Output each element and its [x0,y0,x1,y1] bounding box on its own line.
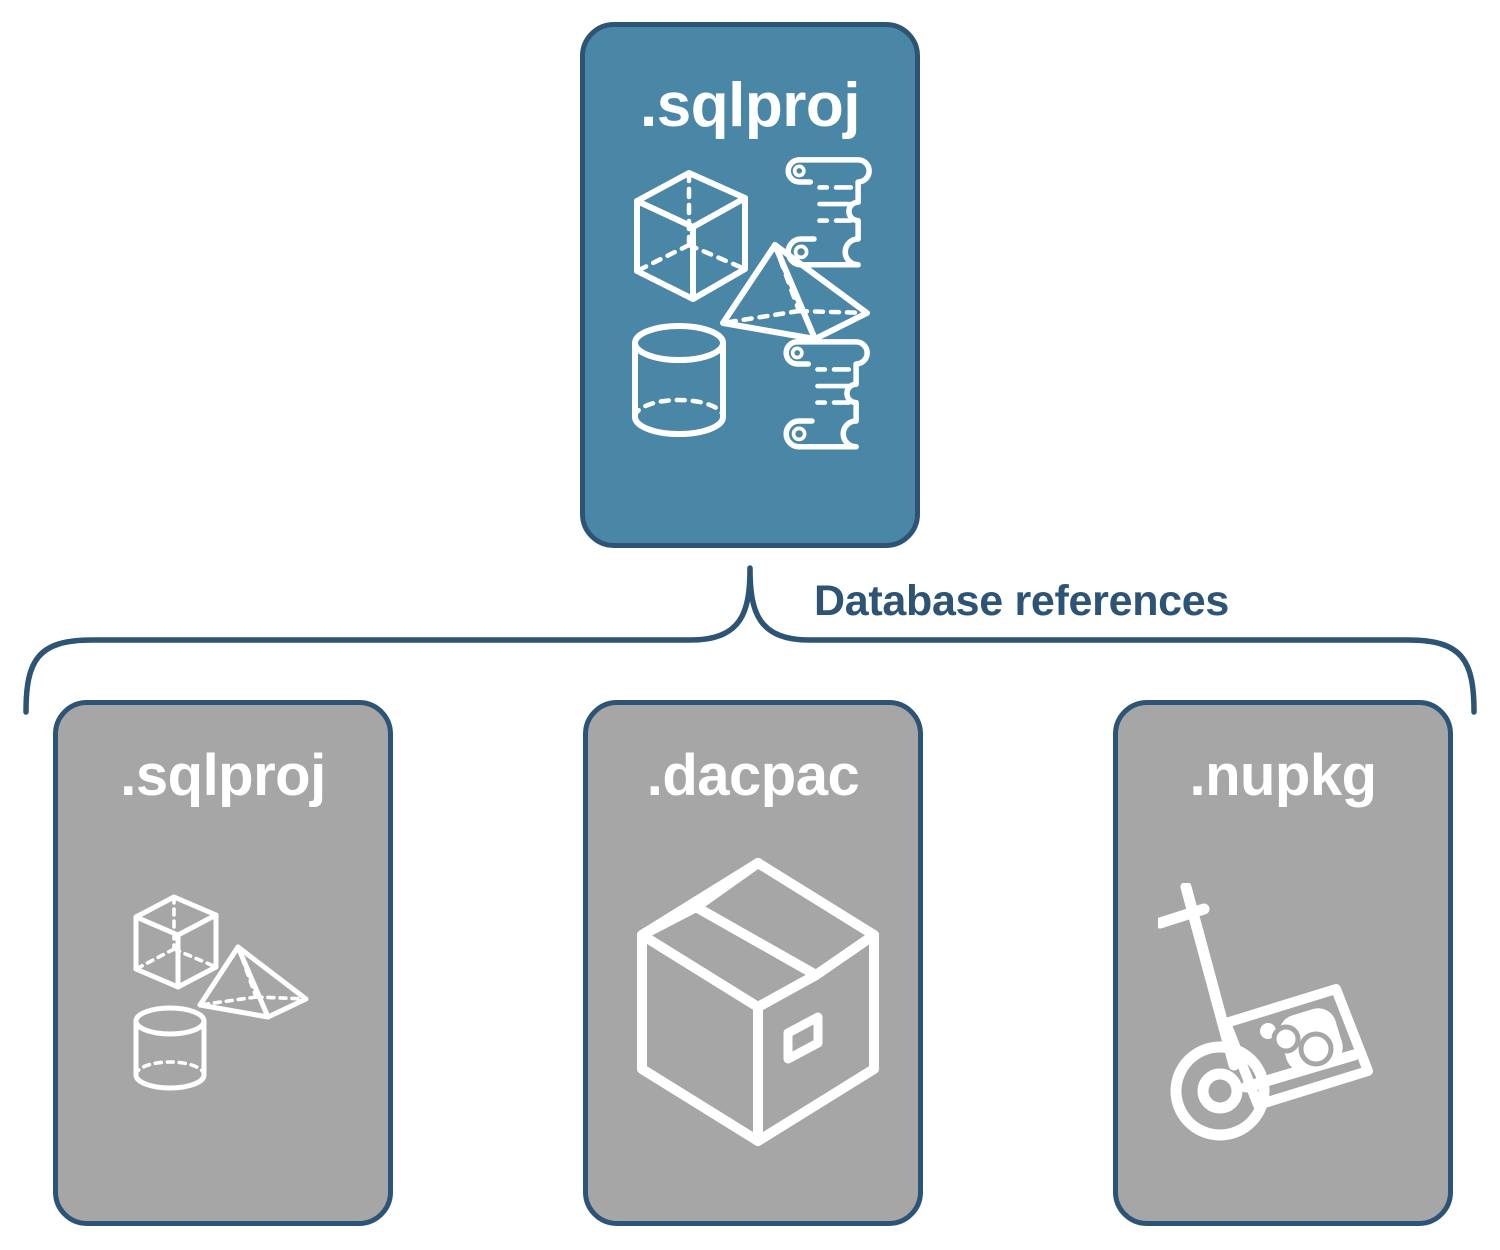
root-node-icons-group [632,157,872,450]
child-node-nupkg-icon-area [1118,805,1448,1221]
root-node-label: .sqlproj [640,71,860,140]
wireframe-cylinder-icon [133,1005,207,1091]
child-node-sqlproj-icon-area [58,805,388,1221]
wireframe-pyramid-icon [720,242,870,342]
child-node-sqlproj-label: .sqlproj [120,743,326,808]
child-node-dacpac-card[interactable]: .dacpac [583,700,923,1226]
wireframe-cube-icon [634,170,748,302]
child-node-dacpac-label: .dacpac [646,743,860,808]
connector-label: Database references [814,577,1229,625]
root-node-icon-area [585,137,915,543]
hand-truck-nuget-icon [1158,883,1373,1141]
wireframe-cube-icon [133,894,219,990]
child-node-dacpac-icon-area [588,805,918,1221]
nuget-logo-cutouts [1271,1024,1334,1067]
script-scroll-icon-top [785,157,872,268]
database-references-brace [23,565,1477,715]
child-node-sqlproj-card[interactable]: .sqlproj [53,700,393,1226]
root-node-sqlproj-card[interactable]: .sqlproj [580,22,920,548]
child-node-nupkg-label: .nupkg [1189,743,1377,808]
package-box-icon [637,858,879,1146]
child-sqlproj-icons-group [133,894,309,1091]
wireframe-pyramid-icon [197,944,309,1020]
child-node-nupkg-card[interactable]: .nupkg [1113,700,1453,1226]
wireframe-cylinder-icon [632,323,726,437]
script-scroll-icon-bottom [783,339,870,450]
